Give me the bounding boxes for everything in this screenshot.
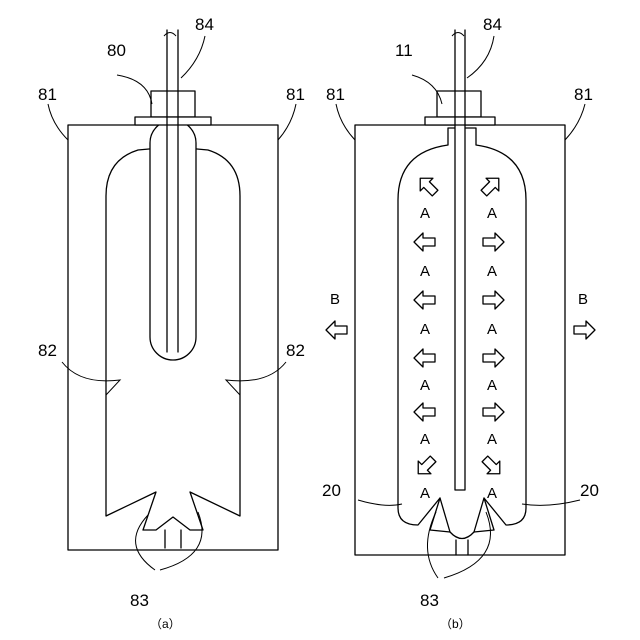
ref-11: 11 xyxy=(395,41,413,60)
base-feet-b xyxy=(456,540,468,555)
leader-81b-right xyxy=(565,104,585,140)
arrow-b-left xyxy=(326,321,347,339)
caption-b: （b） xyxy=(440,617,471,631)
leader-81a-left xyxy=(48,104,68,140)
leader-81b-left xyxy=(336,104,355,140)
label-a-l6: A xyxy=(420,485,430,502)
rod-b-break xyxy=(452,33,464,37)
ref-82-a-right: 82 xyxy=(286,341,305,360)
stretch-rod-tube-a xyxy=(150,120,196,360)
arrow-b-right xyxy=(574,321,595,339)
ref-81-b-right: 81 xyxy=(574,85,593,104)
ref-83-b: 83 xyxy=(420,591,439,610)
leader-84a xyxy=(181,36,205,78)
leader-20-right xyxy=(522,500,580,505)
label-a-r4: A xyxy=(487,377,497,394)
ref-20-left: 20 xyxy=(322,481,341,500)
label-a-l4: A xyxy=(420,377,430,394)
label-b-right: B xyxy=(578,291,588,308)
rod-a-break xyxy=(164,33,176,37)
label-b-left: B xyxy=(330,291,340,308)
panel-b: A A A A A A A A A A A A B B 11 84 81 xyxy=(322,15,599,631)
stretch-rod-b xyxy=(455,118,465,490)
ref-81-a-left: 81 xyxy=(38,85,57,104)
label-a-l1: A xyxy=(420,205,430,222)
flange-a xyxy=(135,117,211,125)
base-feet-a xyxy=(165,530,181,548)
caption-a: （a） xyxy=(150,617,181,631)
ref-84-a: 84 xyxy=(195,15,214,34)
ref-83-a: 83 xyxy=(130,591,149,610)
label-a-r2: A xyxy=(487,263,497,280)
panel-a: 80 84 81 81 82 82 83 （a） xyxy=(38,15,305,631)
label-a-r6: A xyxy=(487,485,497,502)
leader-81a-right xyxy=(278,104,296,140)
ref-20-right: 20 xyxy=(580,481,599,500)
nozzle-b xyxy=(437,91,481,117)
ref-80: 80 xyxy=(107,41,126,60)
ref-82-a-left: 82 xyxy=(38,341,57,360)
label-a-l3: A xyxy=(420,321,430,338)
flange-b xyxy=(425,117,495,125)
nozzle-a xyxy=(151,91,195,117)
label-a-l5: A xyxy=(420,431,430,448)
label-a-r5: A xyxy=(487,431,497,448)
label-a-l2: A xyxy=(420,263,430,280)
ref-81-b-left: 81 xyxy=(326,85,345,104)
leader-20-left xyxy=(358,500,402,505)
label-a-r3: A xyxy=(487,321,497,338)
label-a-r1: A xyxy=(487,205,497,222)
leader-84b xyxy=(467,36,494,78)
ref-84-b: 84 xyxy=(483,15,502,34)
ref-81-a-right: 81 xyxy=(286,85,305,104)
leader-80 xyxy=(117,75,152,104)
